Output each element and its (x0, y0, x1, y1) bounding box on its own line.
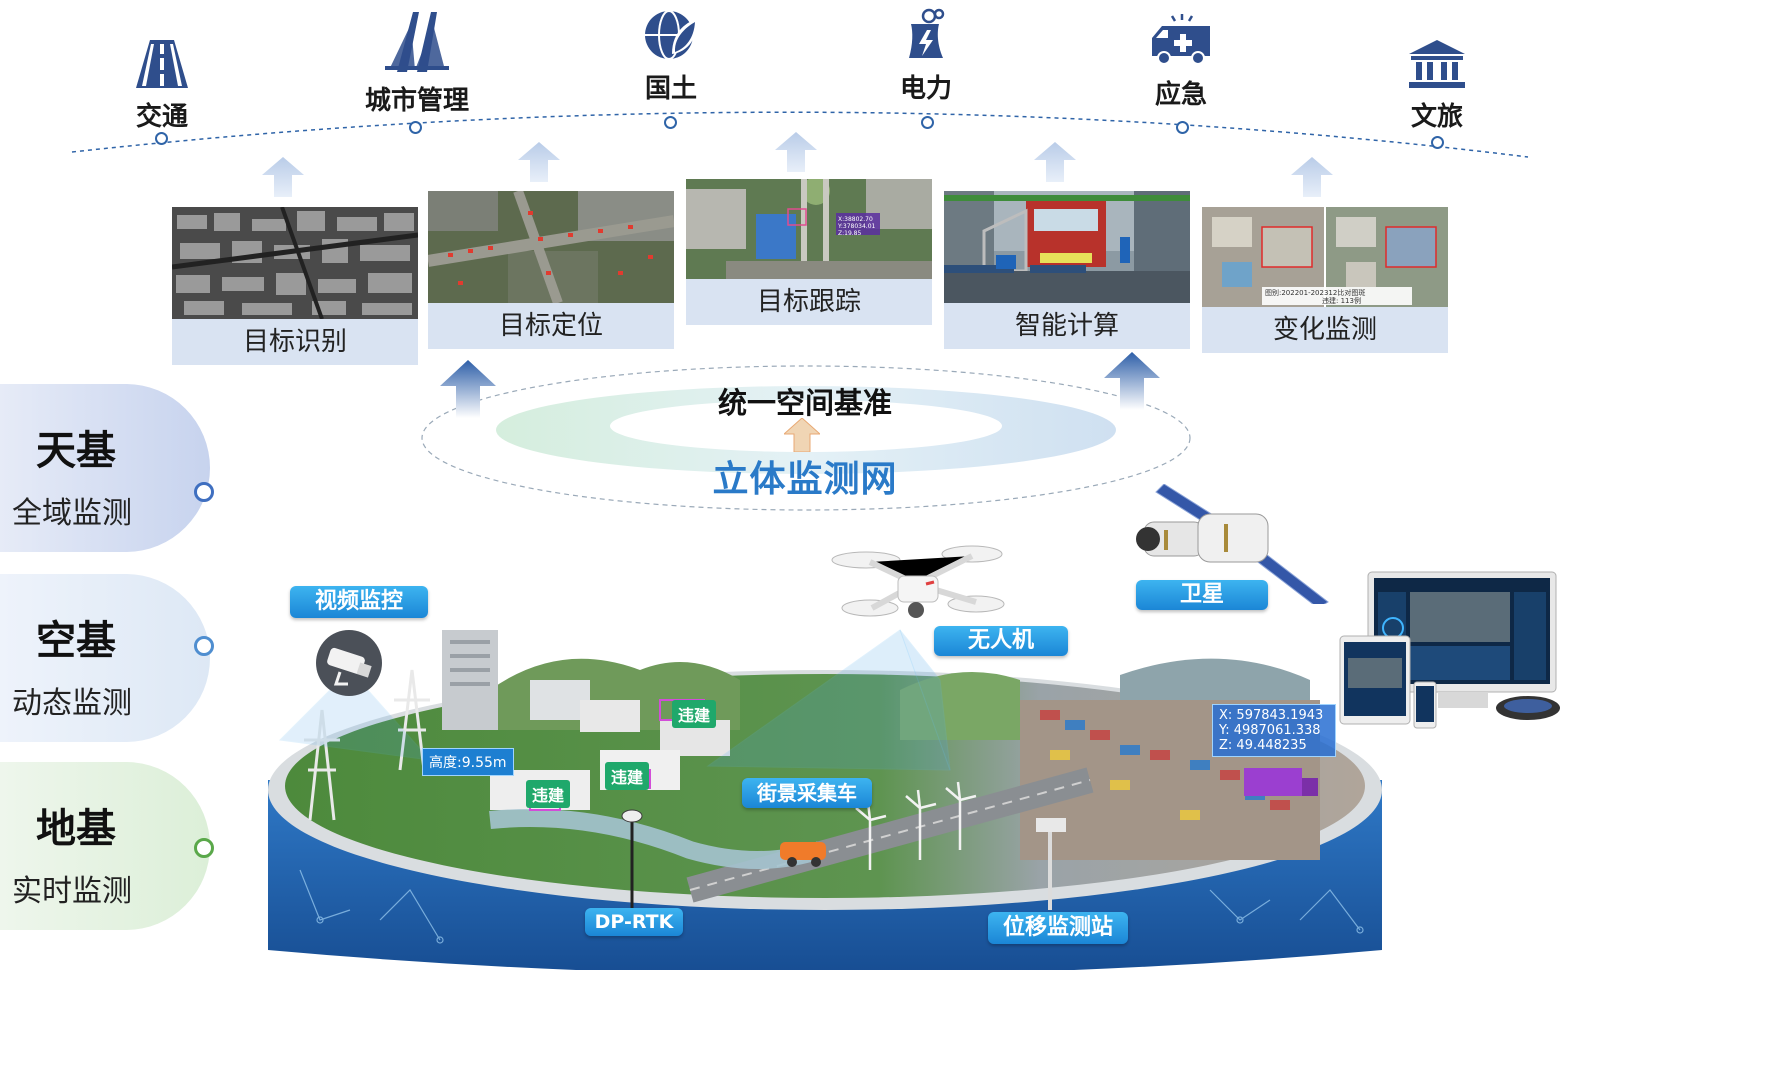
tier-subtitle: 全域监测 (12, 496, 132, 531)
capability-card-target-recognition: 目标识别 (172, 207, 418, 365)
tier-air: 空基 动态监测 (0, 574, 210, 742)
violation-label: 违建 (672, 700, 717, 728)
up-arrow (518, 142, 560, 182)
tier-title: 天基 (36, 428, 116, 474)
aerial-image: X:38802.70 Y:378034.01 Z:19.85 (686, 179, 932, 279)
change-overlay-text: 违建: 113例 (1322, 296, 1361, 305)
street-view-car-tag: 街景采集车 (742, 778, 872, 808)
ambulance-icon (1152, 14, 1210, 65)
camera-icon (316, 630, 382, 696)
museum-icon (1409, 40, 1465, 88)
domain-label: 国土 (644, 74, 697, 104)
coordinate-readout: X: 597843.1943 Y: 4987061.338 Z: 49.4482… (1212, 704, 1336, 757)
domain-city-management: 城市管理 (357, 10, 477, 117)
domain-label: 电力 (899, 74, 952, 104)
satellite-icon (1136, 484, 1329, 604)
monitoring-network-title: 立体监测网 (712, 459, 898, 500)
arc-node (664, 116, 677, 129)
satellite-tag: 卫星 (1136, 580, 1268, 610)
tier-node (194, 482, 214, 502)
comparison-image: 图别:202201-202312比对图斑 违建: 113例 (1202, 207, 1448, 307)
road-icon (136, 40, 188, 88)
up-arrow (1034, 142, 1076, 182)
tracking-coord: Y:378034.01 (837, 223, 876, 230)
arc-node (921, 116, 934, 129)
capability-card-target-positioning: 目标定位 (428, 191, 674, 349)
gate-camera-image (944, 191, 1190, 303)
domain-land: 国土 (611, 8, 731, 105)
drone-icon (831, 545, 1005, 618)
capability-label: 目标识别 (172, 319, 418, 365)
capability-label: 目标定位 (428, 303, 674, 349)
capability-label: 目标跟踪 (686, 279, 932, 325)
up-arrow (262, 157, 304, 197)
domain-emergency: 应急 (1121, 12, 1241, 111)
tier-node (194, 636, 214, 656)
capability-label: 变化监测 (1202, 307, 1448, 353)
aerial-image (172, 207, 418, 319)
tier-node (194, 838, 214, 858)
arc-node (1431, 136, 1444, 149)
bridge-icon (385, 12, 449, 72)
displacement-station-tag: 位移监测站 (988, 912, 1128, 944)
tier-ground: 地基 实时监测 (0, 762, 210, 930)
up-arrow-small (784, 418, 820, 452)
video-monitoring-tag: 视频监控 (290, 586, 428, 618)
tier-title: 地基 (36, 806, 116, 852)
tier-title: 空基 (36, 618, 116, 664)
coord-x: X: 597843.1943 (1219, 708, 1324, 723)
violation-label: 违建 (526, 780, 571, 808)
drone-tag: 无人机 (934, 626, 1068, 656)
height-label: 高度:9.55m (422, 748, 514, 776)
globe-leaf-icon (645, 10, 698, 60)
power-plant-icon (909, 8, 945, 58)
domain-transport: 交通 (102, 38, 222, 133)
capability-card-change-detection: 图别:202201-202312比对图斑 违建: 113例 变化监测 (1202, 207, 1448, 353)
monitor-devices (1339, 571, 1560, 729)
tracking-coord: Z:19.85 (838, 230, 861, 237)
violation-label: 违建 (605, 762, 650, 790)
up-arrow (1291, 157, 1333, 197)
arc-node (1176, 121, 1189, 134)
domain-arc (71, 111, 1529, 158)
tracking-coord: X:38802.70 (838, 216, 873, 223)
capability-card-target-tracking: X:38802.70 Y:378034.01 Z:19.85 目标跟踪 (686, 179, 932, 325)
aerial-image (428, 191, 674, 303)
tier-subtitle: 实时监测 (12, 874, 132, 909)
arc-node (155, 132, 168, 145)
up-arrow-large (440, 360, 496, 418)
domain-label: 文旅 (1410, 102, 1463, 132)
arc-node (409, 121, 422, 134)
tier-subtitle: 动态监测 (12, 686, 132, 721)
domain-label: 应急 (1154, 80, 1207, 110)
unified-spatial-baseline: 统一空间基准 (717, 386, 892, 420)
capability-card-intelligent-computing: 智能计算 (944, 191, 1190, 349)
domain-label: 城市管理 (364, 86, 469, 116)
coord-y: Y: 4987061.338 (1219, 723, 1321, 738)
coord-z: Z: 49.448235 (1219, 738, 1307, 753)
domain-culture-tourism: 文旅 (1377, 38, 1497, 133)
domain-label: 交通 (135, 102, 188, 132)
change-overlay-text: 图别:202201-202312比对图斑 (1265, 288, 1365, 297)
up-arrow (775, 132, 817, 172)
tier-connector (204, 490, 208, 870)
dp-rtk-tag: DP-RTK (585, 908, 683, 936)
capability-label: 智能计算 (944, 303, 1190, 349)
domain-power: 电力 (866, 8, 986, 105)
tier-space: 天基 全域监测 (0, 384, 210, 552)
up-arrow-large (1104, 352, 1160, 410)
